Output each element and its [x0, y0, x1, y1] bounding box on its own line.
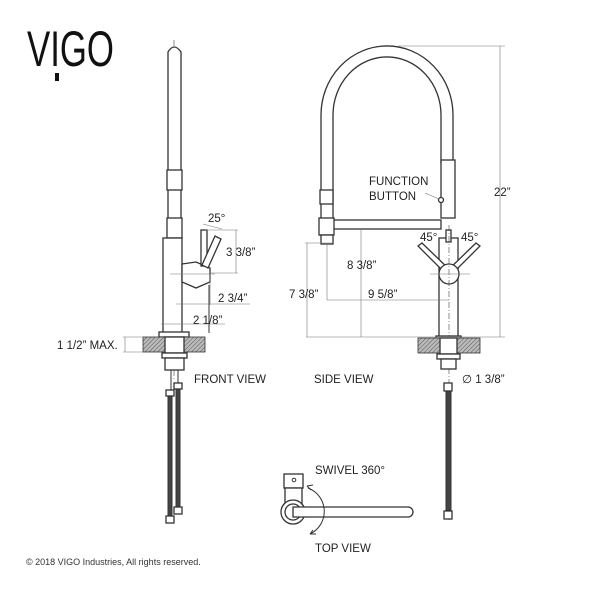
- handle-angle-right-label: 45°: [461, 232, 478, 244]
- handle-angle-left-label: 45°: [420, 232, 437, 244]
- total-height-label: 22”: [494, 187, 511, 199]
- swivel-arrow-icon: [306, 484, 325, 535]
- spout-clearance-label: 8 3/8”: [347, 260, 377, 272]
- function-button-label-line2: BUTTON: [369, 191, 416, 203]
- logo-text: VIGO: [27, 21, 114, 77]
- hole-diameter-label: ∅ 1 3/8”: [462, 374, 505, 386]
- top-view-drawing: [280, 473, 414, 535]
- logo-dot: [55, 73, 59, 81]
- deck-thickness-label: 1 1/2” MAX.: [57, 340, 118, 352]
- front-view-title: FRONT VIEW: [194, 374, 266, 386]
- outlet-height-label: 7 3/8”: [289, 289, 319, 301]
- handle-angle-label: 25°: [208, 213, 225, 225]
- copyright-text: © 2018 VIGO Industries, All rights reser…: [26, 557, 201, 567]
- function-button-label-line1: FUNCTION: [369, 176, 428, 188]
- side-view-drawing: [305, 45, 505, 520]
- vigo-logo: VIGO: [27, 21, 114, 81]
- handle-height-label: 3 3/8”: [226, 247, 256, 259]
- body-diameter-label: 2 1/8”: [193, 315, 223, 327]
- swivel-label: SWIVEL 360°: [315, 465, 385, 477]
- side-view-title: SIDE VIEW: [314, 374, 374, 386]
- front-view-drawing: [123, 40, 250, 524]
- spout-reach-label: 9 5/8”: [368, 289, 398, 301]
- top-view-title: TOP VIEW: [315, 543, 371, 555]
- function-button-icon: [437, 196, 445, 204]
- handle-offset-label: 2 3/4”: [218, 293, 248, 305]
